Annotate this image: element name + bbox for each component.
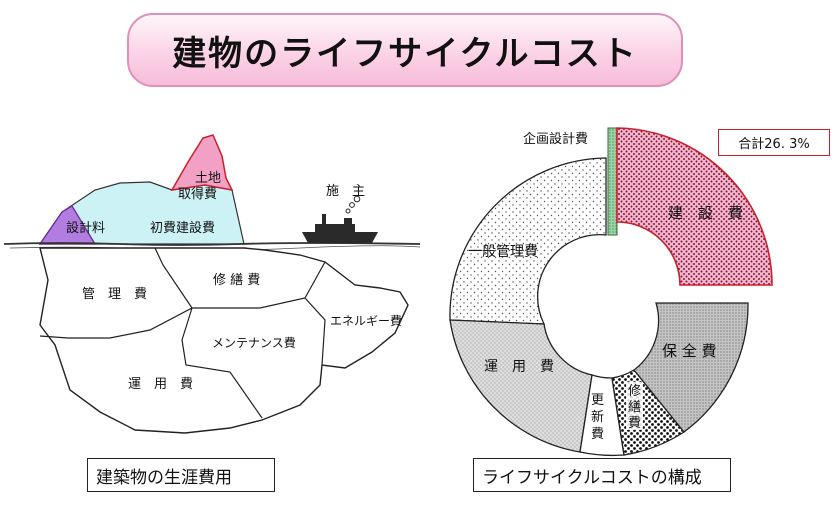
- donut-preservation-segment: [633, 302, 749, 433]
- iceberg-design-fee-region: [38, 205, 97, 245]
- iceberg-initial-construction-region: [38, 181, 245, 245]
- label-planning-design: 企画設計費: [523, 131, 588, 147]
- label-construction: 建 設 費: [668, 204, 743, 222]
- donut-general-management-segment: [449, 157, 607, 325]
- label-donut-operation: 運 用 費: [484, 359, 554, 375]
- label-maintenance: メンテナンス費: [212, 335, 296, 350]
- iceberg-land-cost-region: [170, 134, 234, 192]
- label-management: 管 理 費: [82, 287, 147, 302]
- label-donut-repair-2: 繕: [628, 399, 641, 415]
- label-ship-owner: 施 主: [326, 184, 365, 199]
- donut-construction-segment: [616, 127, 773, 286]
- ship-icon: [302, 195, 378, 243]
- donut-operation-segment: [449, 319, 593, 453]
- total-percentage-box: 合計26. 3%: [718, 129, 830, 156]
- label-operation: 運 用 費: [128, 377, 193, 392]
- iceberg-diagram: 土地 取得費 設計料 初費建設費 施 主 管 理 費 修 繕 費 エネルギー費 …: [3, 134, 421, 434]
- label-repair: 修 繕 費: [213, 272, 260, 288]
- donut-diagram: 企画設計費 建 設 費 一般管理費 保 全 費 運 用 費 更 新 費 修 繕 …: [449, 127, 773, 457]
- iceberg-caption: 建築物の生涯費用: [87, 458, 275, 492]
- page-title: 建物のライフサイクルコスト: [127, 13, 683, 87]
- label-land-line2: 取得費: [178, 186, 217, 202]
- label-donut-repair-1: 修: [628, 384, 641, 399]
- label-design-fee: 設計料: [66, 220, 105, 236]
- label-energy: エネルギー費: [330, 313, 402, 328]
- label-renewal-1: 更: [591, 393, 604, 408]
- water-line: [3, 242, 421, 246]
- label-initial-construction: 初費建設費: [150, 220, 215, 236]
- label-land-line1: 土地: [195, 171, 221, 186]
- donut-planning-design-segment: [607, 127, 618, 236]
- label-donut-repair-3: 費: [628, 416, 641, 431]
- label-preservation: 保 全 費: [662, 342, 717, 360]
- label-general-management: 一般管理費: [468, 244, 538, 260]
- label-renewal-2: 新: [591, 409, 604, 425]
- donut-caption: ライフサイクルコストの構成: [473, 458, 731, 492]
- label-renewal-3: 費: [591, 427, 604, 442]
